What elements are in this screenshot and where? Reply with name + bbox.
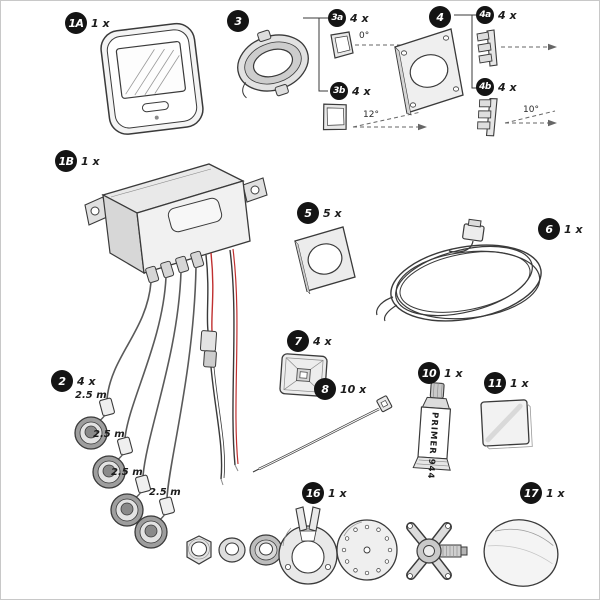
adapter-0deg-illustration bbox=[476, 29, 557, 67]
washer-small bbox=[218, 537, 246, 563]
item-8-number: 8 bbox=[314, 378, 336, 400]
item-8-qty: 10 x bbox=[340, 382, 367, 396]
item-16-badge: 16 1 x bbox=[302, 482, 347, 504]
primer-tube-illustration bbox=[412, 382, 452, 471]
cable-length-label-1: 2.5 m bbox=[75, 390, 107, 401]
item-1a-qty: 1 x bbox=[91, 16, 110, 30]
mounting-kit-illustration bbox=[186, 506, 468, 585]
item-5-badge: 5 5 x bbox=[297, 202, 342, 224]
retainer-ring bbox=[278, 506, 338, 585]
item-3a-badge: 3a 4 x bbox=[328, 9, 369, 27]
nut bbox=[186, 535, 212, 565]
item-3-number: 3 bbox=[227, 10, 249, 32]
sensors-illustration bbox=[74, 397, 175, 549]
item-11-number: 11 bbox=[484, 372, 506, 394]
item-5-qty: 5 x bbox=[323, 206, 342, 220]
item-7-number: 7 bbox=[287, 330, 309, 352]
item-5-number: 5 bbox=[297, 202, 319, 224]
item-1b-number: 1B bbox=[55, 150, 77, 172]
oval-pad-illustration bbox=[483, 519, 559, 587]
sensor-holder-illustration bbox=[237, 17, 328, 99]
item-3b-badge: 3b 4 x bbox=[330, 82, 371, 100]
item-4b-badge: 4b 4 x bbox=[476, 78, 517, 96]
item-4a-badge: 4a 4 x bbox=[476, 6, 517, 24]
item-4b-qty: 4 x bbox=[498, 80, 517, 94]
sensor-1 bbox=[74, 397, 115, 450]
washer-large bbox=[249, 534, 283, 566]
item-4a-qty: 4 x bbox=[498, 8, 517, 22]
item-8-badge: 8 10 x bbox=[314, 378, 366, 400]
item-3a-qty: 4 x bbox=[350, 11, 369, 25]
cable-tie-illustration bbox=[252, 395, 393, 473]
item-2-qty: 4 x bbox=[77, 374, 96, 388]
primer-label-line2: 944 bbox=[424, 458, 437, 480]
item-1b-qty: 1 x bbox=[81, 154, 100, 168]
mounting-plate-illustration bbox=[394, 14, 478, 116]
item-16-qty: 1 x bbox=[328, 486, 347, 500]
item-6-qty: 1 x bbox=[564, 222, 583, 236]
item-3b-qty: 4 x bbox=[352, 84, 371, 98]
angle-label-3b: 12° bbox=[363, 110, 379, 120]
item-1a-badge: 1A 1 x bbox=[65, 12, 110, 34]
item-4a-number: 4a bbox=[476, 6, 494, 24]
sensor-bracket-hub bbox=[406, 522, 468, 580]
item-10-badge: 10 1 x bbox=[418, 362, 463, 384]
item-10-number: 10 bbox=[418, 362, 440, 384]
item-10-qty: 1 x bbox=[444, 366, 463, 380]
dome-cover bbox=[336, 519, 398, 581]
sensor-3 bbox=[110, 474, 151, 527]
item-2-number: 2 bbox=[51, 370, 73, 392]
item-17-qty: 1 x bbox=[546, 486, 565, 500]
item-2-badge: 2 4 x bbox=[51, 370, 96, 392]
item-1b-badge: 1B 1 x bbox=[55, 150, 100, 172]
item-17-badge: 17 1 x bbox=[520, 482, 565, 504]
angle-label-4b: 10° bbox=[523, 105, 539, 115]
display-unit-illustration bbox=[100, 22, 204, 135]
cable-length-label-4: 2.5 m bbox=[149, 487, 181, 498]
item-3-badge: 3 bbox=[227, 10, 249, 32]
control-unit-illustration bbox=[84, 163, 268, 499]
angle-label-3a: 0° bbox=[359, 31, 370, 41]
item-6-number: 6 bbox=[538, 218, 560, 240]
gasket-plate-illustration bbox=[294, 226, 356, 295]
item-3a-number: 3a bbox=[328, 9, 346, 27]
cable-harness-illustration bbox=[376, 218, 542, 322]
item-11-qty: 1 x bbox=[510, 376, 529, 390]
item-17-number: 17 bbox=[520, 482, 542, 504]
item-11-badge: 11 1 x bbox=[484, 372, 529, 394]
cable-length-label-2: 2.5 m bbox=[93, 429, 125, 440]
sensor-4 bbox=[134, 496, 175, 549]
item-4b-number: 4b bbox=[476, 78, 494, 96]
adapter-10deg-illustration bbox=[477, 97, 557, 137]
item-4-number: 4 bbox=[429, 6, 451, 28]
item-4-badge: 4 bbox=[429, 6, 451, 28]
item-6-badge: 6 1 x bbox=[538, 218, 583, 240]
item-16-number: 16 bbox=[302, 482, 324, 504]
sensor-2 bbox=[92, 436, 133, 489]
item-3b-number: 3b bbox=[330, 82, 348, 100]
adhesive-pad-illustration bbox=[480, 399, 533, 450]
item-7-badge: 7 4 x bbox=[287, 330, 332, 352]
cable-length-label-3: 2.5 m bbox=[111, 467, 143, 478]
item-1a-number: 1A bbox=[65, 12, 87, 34]
item-7-qty: 4 x bbox=[313, 334, 332, 348]
